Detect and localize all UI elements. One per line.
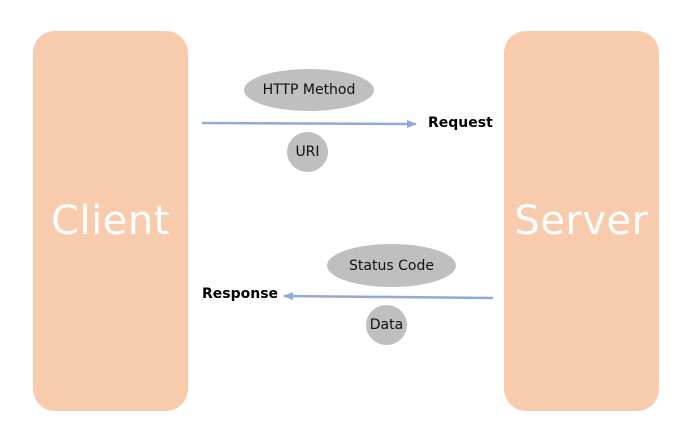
request-label: Request xyxy=(428,115,493,131)
status-code-text: Status Code xyxy=(349,257,434,274)
status-code-pill: Status Code xyxy=(327,244,456,287)
request-arrow xyxy=(201,119,417,128)
client-box: Client xyxy=(33,31,188,411)
server-label: Server xyxy=(514,198,649,244)
data-text: Data xyxy=(369,317,404,333)
response-arrow xyxy=(283,292,494,301)
data-pill: Data xyxy=(366,305,407,345)
uri-pill: URI xyxy=(287,132,328,172)
server-box: Server xyxy=(504,31,659,411)
client-label: Client xyxy=(51,198,170,244)
uri-text: URI xyxy=(295,144,320,160)
http-method-pill: HTTP Method xyxy=(244,69,374,111)
http-method-text: HTTP Method xyxy=(262,82,356,98)
response-label: Response xyxy=(202,286,279,302)
